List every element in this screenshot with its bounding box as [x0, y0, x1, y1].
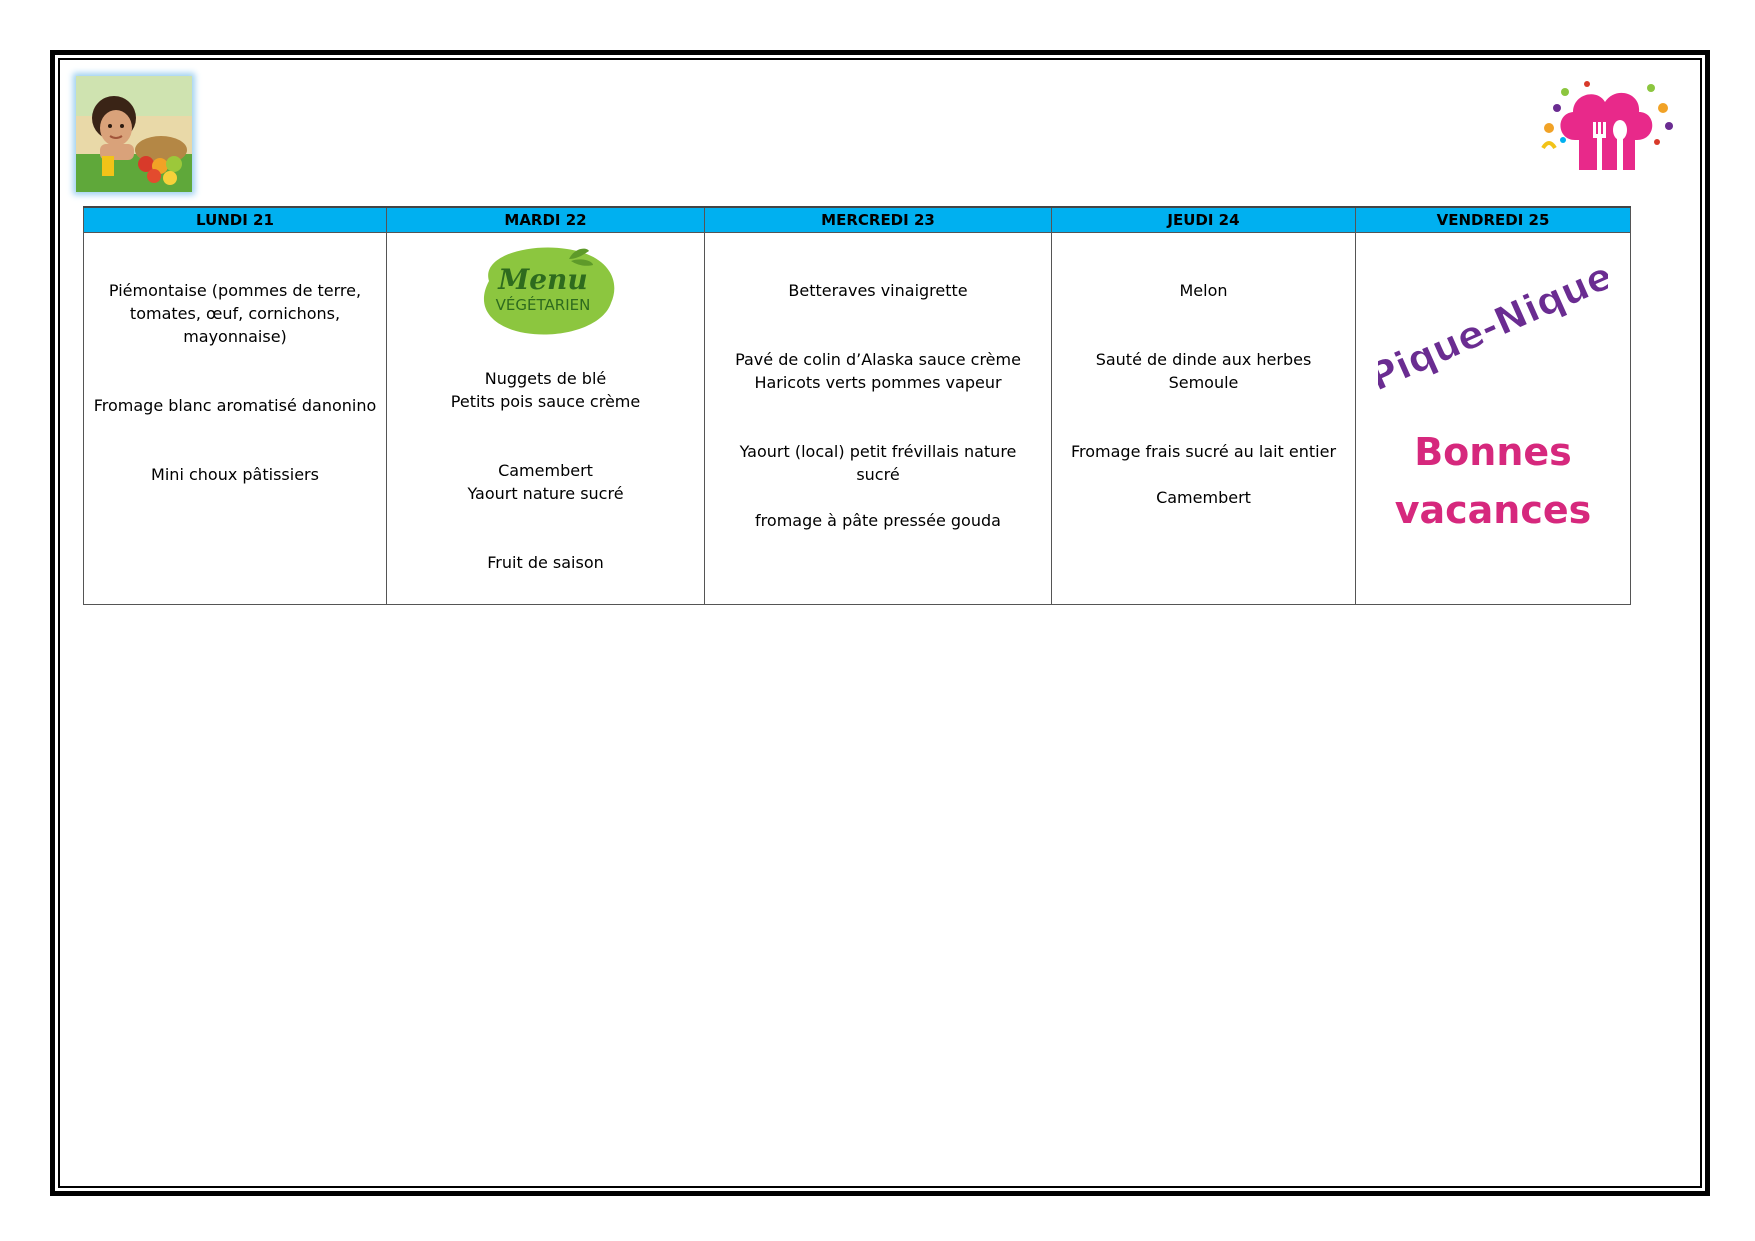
- menu-item-starter: Melon: [1179, 281, 1228, 300]
- day-cell-monday: Piémontaise (pommes de terre, tomates, œ…: [83, 232, 387, 605]
- vacances-line: vacances: [1394, 488, 1592, 532]
- page-border-outer: [50, 50, 1710, 1196]
- page-border-inner: [58, 58, 1702, 1188]
- menu-item-cheese: fromage à pâte pressée gouda: [755, 511, 1001, 530]
- menu-item-cheese: Camembert: [498, 461, 593, 480]
- chef-hat-cutlery-logo: [1535, 78, 1675, 178]
- menu-item-dessert: Mini choux pâtissiers: [151, 465, 319, 484]
- menu-item-starter: Piémontaise (pommes de terre, tomates, œ…: [108, 281, 362, 346]
- menu-item-main: Pavé de colin d’Alaska sauce crème: [735, 350, 1021, 369]
- bonnes-vacances-text: Bonnes vacances: [1356, 423, 1630, 539]
- menu-item-dairy: Yaourt nature sucré: [467, 484, 624, 503]
- day-cell-thursday: Melon Sauté de dinde aux herbes Semoule …: [1051, 232, 1356, 605]
- day-header-row: LUNDI 21 MARDI 22 MERCREDI 23 JEUDI 24 V…: [83, 206, 1631, 233]
- menu-item-main: Nuggets de blé: [484, 369, 607, 388]
- menu-row: Piémontaise (pommes de terre, tomates, œ…: [83, 232, 1631, 605]
- day-cell-friday: Pique-Nique Bonnes vacances: [1355, 232, 1631, 605]
- day-header-thursday: JEUDI 24: [1051, 206, 1356, 233]
- menu-item-dairy: Yaourt (local) petit frévillais nature s…: [739, 442, 1017, 484]
- menu-item-dairy: Fromage blanc aromatisé danonino: [93, 396, 377, 415]
- menu-item-side: Petits pois sauce crème: [450, 392, 641, 411]
- day-header-tuesday: MARDI 22: [386, 206, 705, 233]
- weekly-menu-table: LUNDI 21 MARDI 22 MERCREDI 23 JEUDI 24 V…: [83, 206, 1631, 605]
- menu-item-side: Semoule: [1168, 373, 1239, 392]
- menu-item-dairy: Fromage frais sucré au lait entier: [1070, 442, 1337, 461]
- menu-vegetarien-badge: Menu VÉGÉTARIEN: [483, 247, 614, 335]
- badge-vegetarien-text: VÉGÉTARIEN: [495, 295, 590, 314]
- day-header-monday: LUNDI 21: [83, 206, 387, 233]
- menu-item-dessert: Fruit de saison: [487, 553, 604, 572]
- pique-nique-text: Pique-Nique: [1378, 253, 1608, 400]
- pique-nique-title: Pique-Nique: [1378, 253, 1608, 401]
- day-header-wednesday: MERCREDI 23: [704, 206, 1052, 233]
- menu-item-side: Haricots verts pommes vapeur: [754, 373, 1002, 392]
- day-cell-tuesday: Menu VÉGÉTARIEN Nuggets de blé Petits po…: [386, 232, 705, 605]
- badge-menu-text: Menu: [497, 263, 588, 296]
- menu-item-starter: Betteraves vinaigrette: [788, 281, 968, 300]
- child-fruit-photo: [76, 76, 192, 192]
- bonnes-line: Bonnes: [1414, 430, 1572, 474]
- menu-item-cheese: Camembert: [1156, 488, 1251, 507]
- day-cell-wednesday: Betteraves vinaigrette Pavé de colin d’A…: [704, 232, 1052, 605]
- menu-item-main: Sauté de dinde aux herbes: [1095, 350, 1312, 369]
- day-header-friday: VENDREDI 25: [1355, 206, 1631, 233]
